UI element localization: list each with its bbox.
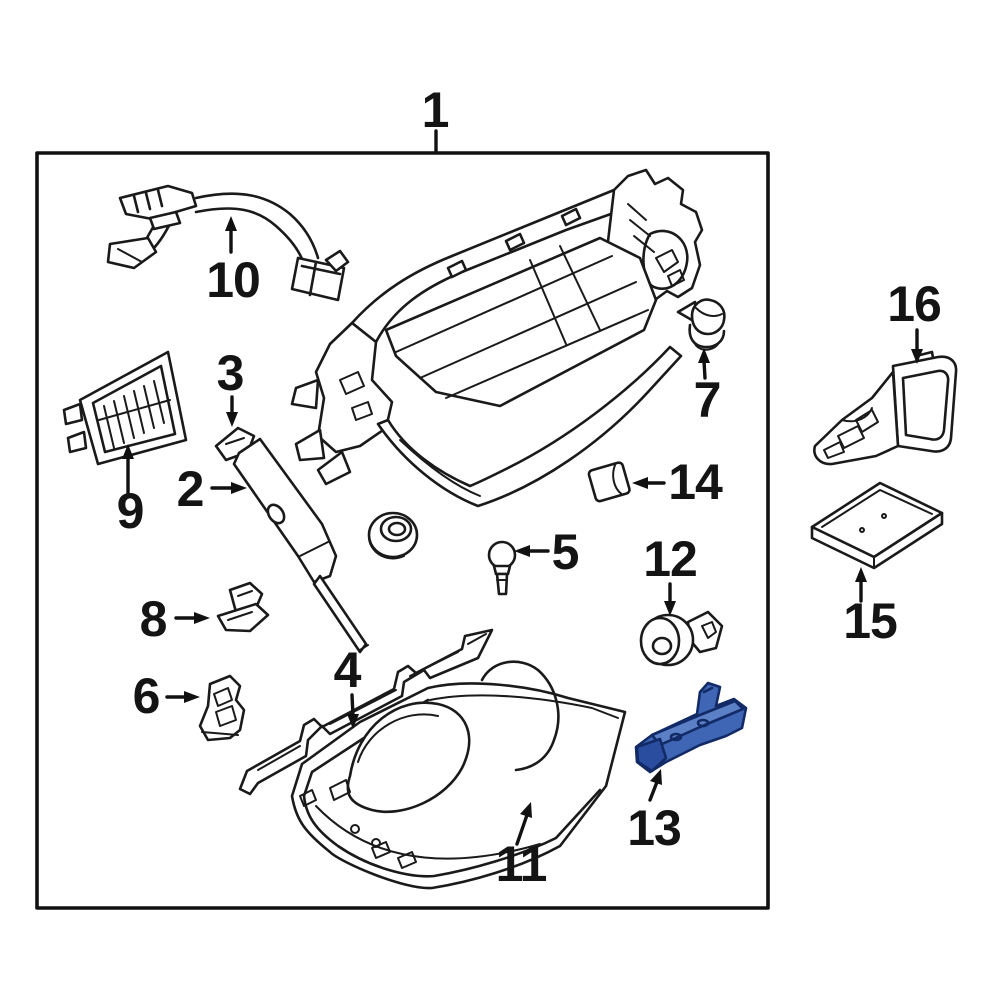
arrow-to-part-2 <box>210 482 247 494</box>
part-label-4: 4 <box>333 642 362 698</box>
part-label-7: 7 <box>693 372 722 428</box>
arrow-to-part-7 <box>698 348 710 380</box>
part-label-15: 15 <box>843 593 898 649</box>
part-label-6: 6 <box>132 668 161 724</box>
part-7-grommet-clip <box>676 298 726 351</box>
part-label-9: 9 <box>116 483 145 539</box>
part-13-latch-highlighted <box>634 681 748 774</box>
part-8-clip-bracket <box>216 581 270 633</box>
part-6-bracket <box>198 674 246 742</box>
part-16-trim-cover <box>813 350 958 466</box>
arrow-to-part-12 <box>664 582 676 616</box>
arrow-to-part-6 <box>165 691 200 703</box>
part-9-vent-grille <box>62 350 188 466</box>
part-label-3: 3 <box>216 345 245 401</box>
part-label-5: 5 <box>551 524 580 580</box>
part-10-wiring-harness <box>106 184 350 302</box>
part-label-8: 8 <box>139 591 168 647</box>
part-label-11: 11 <box>495 836 548 892</box>
part-label-2: 2 <box>176 461 205 517</box>
arrow-to-part-16 <box>911 328 923 364</box>
arrow-to-part-14 <box>632 477 666 489</box>
part-4-guide-rail <box>238 628 494 796</box>
part-1-housing-frame <box>290 168 704 560</box>
part-label-1: 1 <box>421 82 450 138</box>
part-12-rotary-damper <box>639 610 724 667</box>
part-label-14: 14 <box>668 454 723 510</box>
part-11-glove-box-door <box>290 660 627 890</box>
part-label-13: 13 <box>627 800 682 856</box>
arrow-to-part-15 <box>855 567 867 603</box>
part-14-bumper-cylinder <box>587 461 631 503</box>
arrow-to-part-5 <box>514 545 550 557</box>
part-5-ball-stud <box>487 540 517 596</box>
arrow-to-part-9 <box>122 444 134 496</box>
arrow-to-part-11 <box>515 802 532 846</box>
part-label-16: 16 <box>887 276 942 332</box>
part-1-callout-box <box>35 129 770 910</box>
part-2-support-rod <box>232 437 369 654</box>
arrow-to-part-13 <box>648 769 662 802</box>
part-15-panel-mat <box>810 481 944 570</box>
arrow-to-part-4 <box>347 693 359 729</box>
arrow-to-part-8 <box>174 612 210 624</box>
arrow-to-part-10 <box>225 216 237 254</box>
part-label-10: 10 <box>206 252 261 308</box>
part-label-12: 12 <box>643 531 698 587</box>
arrow-to-part-3 <box>226 395 238 427</box>
